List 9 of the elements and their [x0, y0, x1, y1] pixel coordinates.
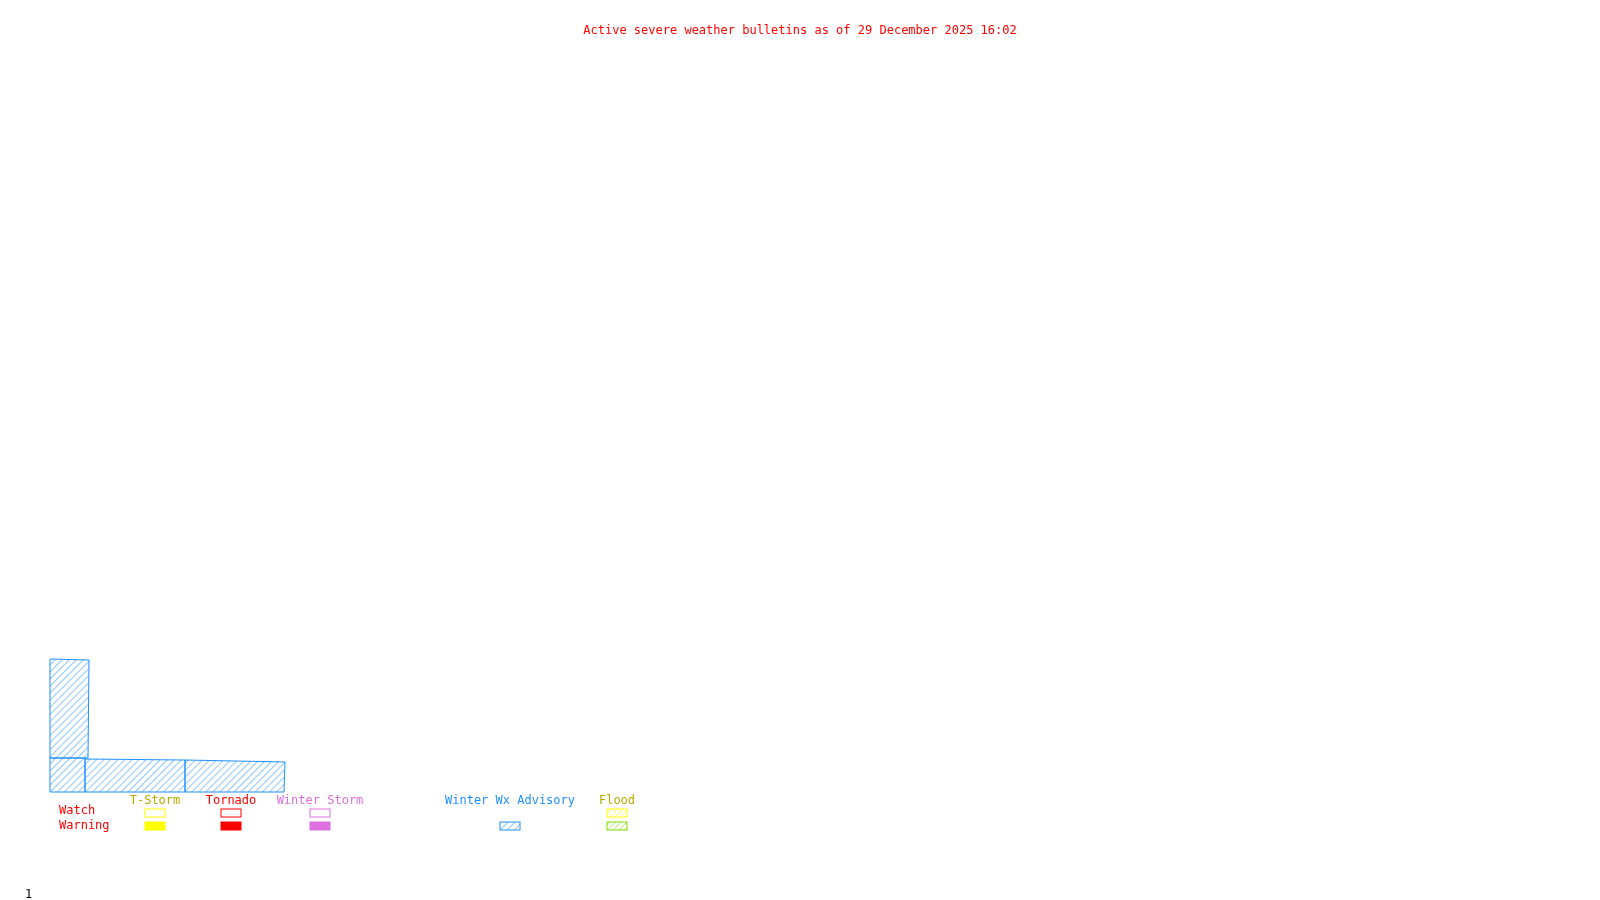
column-heading: Flood — [598, 793, 636, 807]
column-heading: T-Storm — [129, 793, 181, 807]
row-heading: Watch — [59, 803, 96, 817]
column-heading: Winter Wx Advisory — [445, 793, 575, 807]
frame-number: 1 — [25, 887, 33, 900]
column-heading: Tornado — [205, 793, 257, 807]
map-title: Active severe weather bulletins as of 29 December 2025 16:02 — [583, 23, 1017, 37]
row-heading: Warning — [59, 818, 110, 832]
column-heading: Winter Storm — [276, 793, 364, 807]
